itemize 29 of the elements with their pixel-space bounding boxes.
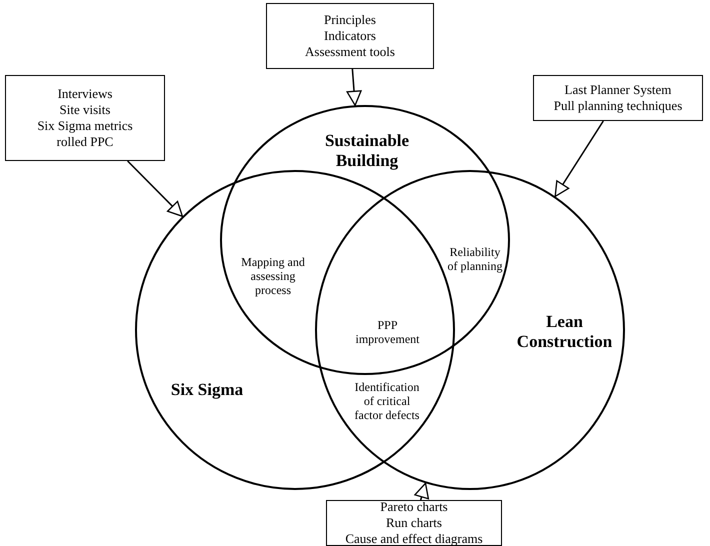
list-item: Interviews — [58, 86, 112, 102]
text-box — [326, 500, 502, 546]
overlap-label: Mapping and assessing process — [240, 255, 306, 297]
list-item: Pareto charts — [380, 499, 448, 515]
text-box — [533, 75, 703, 121]
list-item: Indicators — [324, 28, 376, 44]
overlap-label: Reliability of planning — [446, 245, 504, 273]
circle-title: Six Sigma — [170, 380, 244, 400]
list-item: Principles — [324, 12, 376, 28]
circle-title: Lean Construction — [516, 312, 614, 352]
circle-title: Sustainable Building — [324, 131, 410, 171]
arrow — [554, 120, 604, 198]
overlap-label: Identification of critical factor defects — [354, 380, 420, 422]
arrow — [414, 482, 429, 500]
text-box — [5, 75, 165, 161]
list-item: Site visits — [60, 102, 110, 118]
arrow — [127, 160, 184, 217]
venn-circle — [315, 170, 625, 490]
list-item: Six Sigma metrics — [37, 118, 133, 134]
list-item: rolled PPC — [56, 134, 114, 150]
list-item: Pull planning techniques — [554, 98, 682, 114]
list-item: Last Planner System — [564, 82, 672, 98]
text-box — [266, 3, 434, 69]
arrow — [346, 68, 362, 106]
list-item: Assessment tools — [305, 44, 395, 60]
list-item: Cause and effect diagrams — [345, 531, 483, 546]
list-item: Run charts — [386, 515, 442, 531]
overlap-label: PPP improvement — [354, 318, 420, 346]
venn-circle — [220, 105, 510, 375]
